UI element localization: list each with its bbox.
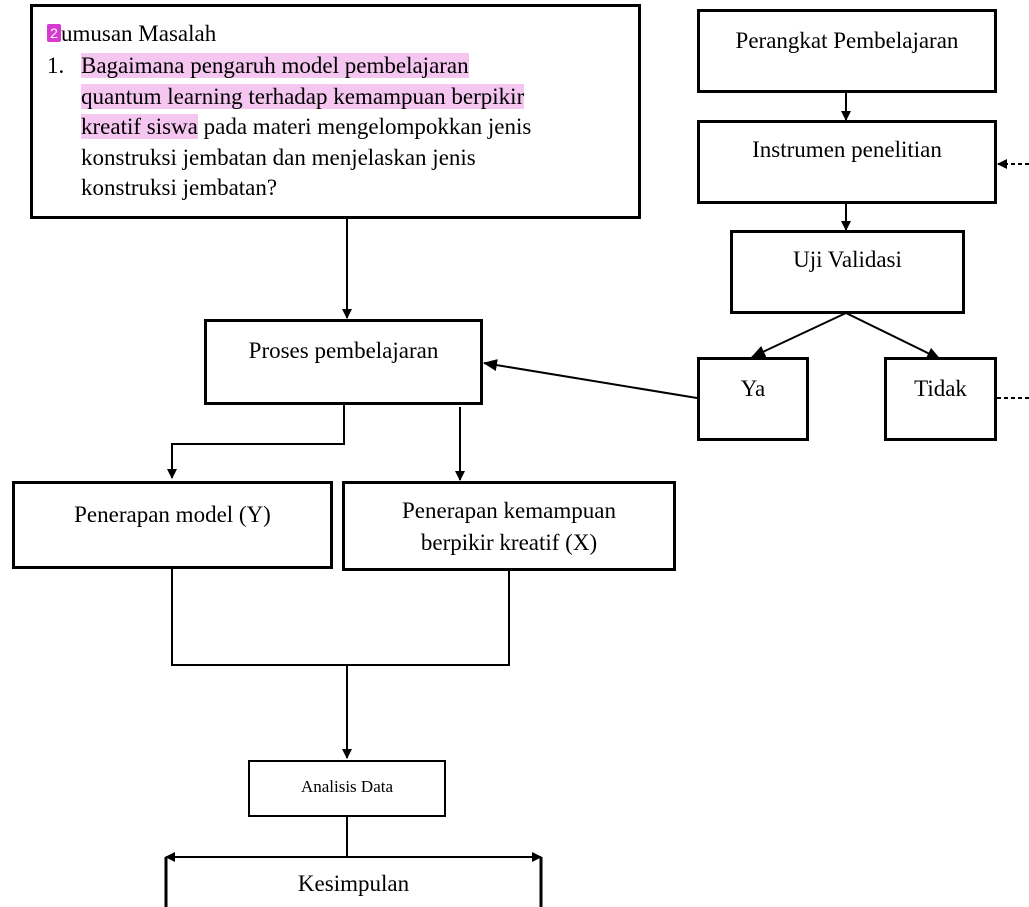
penerapan-model-box: Penerapan model (Y) xyxy=(12,481,333,569)
ya-label: Ya xyxy=(740,376,766,401)
arrow-uji-to-ya xyxy=(751,312,847,358)
rumusan-title-text: umusan Masalah xyxy=(61,21,217,46)
perangkat-pembelajaran-box: Perangkat Pembelajaran xyxy=(697,9,997,93)
highlight-line-2: quantum learning terhadap kemampuan berp… xyxy=(81,83,525,109)
annotation-badge: 2 xyxy=(47,24,61,42)
kesimpulan-label: Kesimpulan xyxy=(297,871,410,896)
arrow-proses-to-model xyxy=(167,404,345,479)
perangkat-pembelajaran-label: Perangkat Pembelajaran xyxy=(735,28,959,53)
analisis-data-box: Analisis Data xyxy=(248,760,446,817)
kesimpulan-box: Kesimpulan xyxy=(166,857,541,907)
rumusan-line-3-rest: pada materi mengelompokkan jenis xyxy=(197,114,532,139)
arrow-ya-to-proses xyxy=(483,359,698,399)
penerapan-kemampuan-label-2: berpikir kreatif (X) xyxy=(420,530,598,555)
tidak-label: Tidak xyxy=(914,376,967,401)
rumusan-line-4: konstruksi jembatan dan menjelaskan jeni… xyxy=(81,144,476,170)
tidak-box: Tidak xyxy=(884,357,997,441)
rumusan-question-text: Bagaimana pengaruh model pembelajaran qu… xyxy=(81,51,641,204)
arrow-uji-to-tidak xyxy=(845,312,941,360)
ya-box: Ya xyxy=(697,357,809,441)
instrumen-penelitian-label: Instrumen penelitian xyxy=(752,137,942,162)
rumusan-item-number: 1. xyxy=(47,53,65,78)
highlight-line-3: kreatif siswa xyxy=(81,114,198,139)
uji-validasi-label: Uji Validasi xyxy=(793,247,902,272)
proses-pembelajaran-label: Proses pembelajaran xyxy=(248,338,439,363)
merge-line xyxy=(171,568,510,666)
rumusan-line-5: konstruksi jembatan? xyxy=(81,175,278,200)
penerapan-kemampuan-box: Penerapan kemampuan berpikir kreatif (X) xyxy=(342,481,676,571)
uji-validasi-box: Uji Validasi xyxy=(730,230,965,314)
highlight-line-1: Bagaimana pengaruh model pembelajaran xyxy=(81,53,469,78)
penerapan-kemampuan-label-1: Penerapan kemampuan xyxy=(402,498,616,523)
proses-pembelajaran-box: Proses pembelajaran xyxy=(204,319,483,405)
penerapan-model-label: Penerapan model (Y) xyxy=(74,502,271,527)
instrumen-penelitian-box: Instrumen penelitian xyxy=(697,120,997,204)
analisis-data-label: Analisis Data xyxy=(300,777,394,796)
